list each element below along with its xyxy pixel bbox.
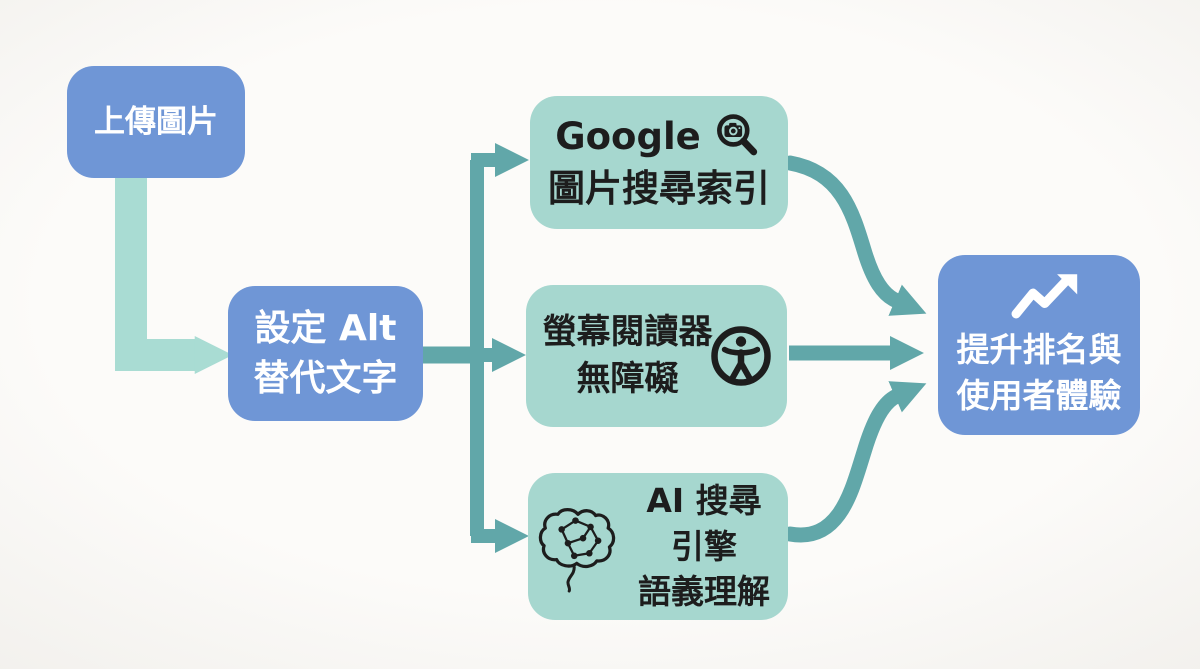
camera-search-icon <box>711 111 763 163</box>
trending-up-icon <box>1009 271 1083 323</box>
node-ai-line1: AI 搜尋引擎 <box>646 481 762 566</box>
arrow-google-to-outcome <box>782 155 927 316</box>
node-screen-line2: 無障礙 <box>576 359 679 399</box>
node-screen-reader-accessibility: 螢幕閱讀器 無障礙 <box>526 285 787 427</box>
node-outcome-line2: 使用者體驗 <box>956 376 1122 415</box>
node-google-line2: 圖片搜尋索引 <box>548 166 770 210</box>
node-ranking-ux-outcome: 提升排名與 使用者體驗 <box>938 255 1140 435</box>
arrow-upload-to-alt <box>115 172 233 374</box>
node-alt-line2: 替代文字 <box>253 357 398 399</box>
node-outcome-line1: 提升排名與 <box>956 330 1122 370</box>
node-screen-line1: 螢幕閱讀器 <box>542 312 713 353</box>
node-upload-label: 上傳圖片 <box>94 103 218 140</box>
brain-network-icon <box>534 499 622 595</box>
node-upload-image: 上傳圖片 <box>67 66 245 178</box>
arrow-ai-to-outcome <box>782 381 927 543</box>
node-set-alt-text: 設定 Alt 替代文字 <box>228 286 423 421</box>
node-ai-semantic-understanding: AI 搜尋引擎 語義理解 <box>528 473 788 620</box>
node-alt-line1: 設定 Alt <box>254 307 397 349</box>
node-ai-line2: 語義理解 <box>638 572 770 612</box>
node-google-line1: Google <box>555 115 701 159</box>
node-google-image-index: Google 圖片搜尋索引 <box>530 96 788 229</box>
accessibility-icon <box>709 324 773 388</box>
